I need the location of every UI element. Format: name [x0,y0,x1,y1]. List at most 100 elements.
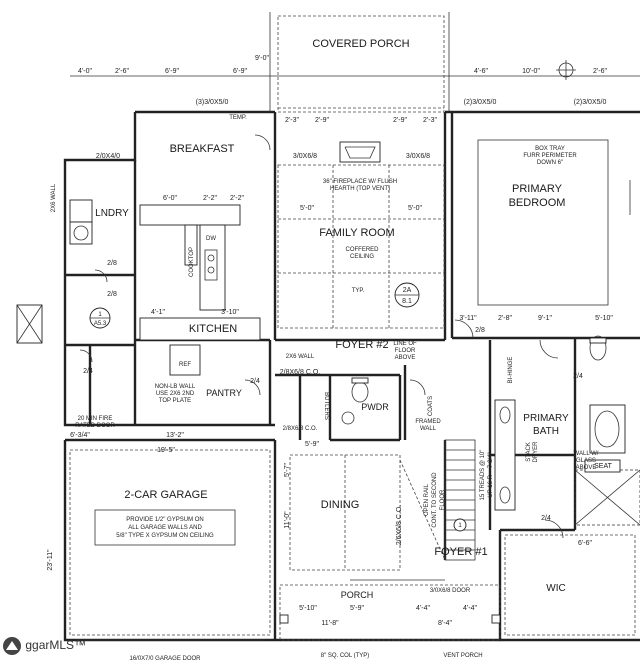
stack-note-2: DRYER [533,441,539,463]
gypsum-note-2: ALL GARAGE WALLS AND [128,525,202,531]
foyer-door-note: 2/8X6/8 C.O. [283,426,318,432]
window-2b: (2)3/0X5/0 [574,99,607,106]
family-dim-1: 2'-3" [285,117,299,124]
door-size-1: 2/8 [475,327,485,334]
foyer2-label: FOYER #2 [335,339,388,351]
wic-label: WIC [546,583,565,594]
porch-dim-8: 5'-7" [284,463,291,477]
window-1: (3)3/0X5/0 [196,99,229,106]
nonlb-note-2: USE 2X6 2ND [156,391,195,397]
seat-label: SEAT [594,463,612,470]
window-4: 3/0X6/8 [406,153,430,160]
primary-bath-label-1: PRIMARY [523,413,569,424]
tray-note-2: FURR PERIMETER [523,153,577,159]
laundry-appliances [69,199,93,245]
kitchen-dim-4: 4'-1" [151,309,165,316]
garage-notes-box [69,449,271,641]
covered-porch-outline [269,12,450,113]
window-7: 2/6X6/8 C.O. [396,505,403,546]
dining-ceiling [289,454,401,571]
door-size-2: 2/4 [573,373,583,380]
butlers-note: BUTLERS [323,392,329,420]
rail-note-3: FLOOR [440,489,446,510]
family-dim-4: 2'-3" [423,117,437,124]
primary-bedroom-label-2: BEDROOM [509,197,566,209]
kitchen-dim-3: 2'-2" [230,195,244,202]
dim-1: 4'-0" [78,68,92,75]
tray-note-1: BOX TRAY [535,146,565,152]
coffered-note-1: COFFERED [346,247,380,253]
kitchen-dim-2: 2'-2" [203,195,217,202]
glass-note-2: GLASS [576,458,596,464]
family-dim-6: 5'-0" [408,205,422,212]
bi-hinge-note: BI-HINGE [508,357,514,384]
kitchen-dim-1: 6'-0" [163,195,177,202]
detail-tag-top: 1 [98,312,102,318]
dimension-strings: 4'-0" 2'-6" 6'-9" 6'-9" 9'-0" 10'-0" 2'-… [47,55,640,627]
window-2: (2)3/0X5/0 [464,99,497,106]
detail-tag-bottom: A5.3 [94,321,107,327]
bed-dim-5: 6'-6" [578,540,592,547]
rail-note-1: OPEN RAIL [424,483,430,516]
family-dim-5: 5'-0" [300,205,314,212]
foyer1-label: FOYER #1 [434,546,487,558]
door-size-7: 2/4 [83,368,93,375]
family-dim-3: 2'-9" [393,117,407,124]
circle-marker [453,518,467,532]
garage-dim-5: 5'-9" [305,441,319,448]
closet-shelving [504,534,636,636]
framed-wall-note-1: FRAMED [415,419,441,425]
line-floor-note-1: LINE OF [393,341,417,347]
porch-dim-5: 11'-8" [321,620,339,627]
cooktop-note: COOKTOP [189,247,195,277]
pantry-label: PANTRY [206,388,242,398]
rail-note-2: CONT. TO SECOND [432,472,438,528]
laundry-label: LNDRY [95,208,129,219]
door-size-6: 2/8 [107,260,117,267]
section-tag-bottom: 8.1 [402,298,412,305]
dim-4: 6'-9" [233,68,247,75]
compass-marker [16,60,576,344]
fireplace [339,141,381,163]
dim-8: 4'-6" [474,68,488,75]
vent-note: VENT PORCH [443,653,482,659]
nonlb-note-3: TOP PLATE [159,398,191,404]
porch-dim-2: 5'-9" [350,605,364,612]
porch-dim-7: 11'-0" [284,511,291,529]
glass-note-3: ABOVE [576,465,597,471]
column-note: 8" SQ. COL (TYP) [321,653,370,659]
circle-marker-label: 1 [458,523,462,529]
powder-fixtures [341,377,369,425]
primary-bedroom-label-1: PRIMARY [512,183,563,195]
gypsum-note-1: PROVIDE 1/2" GYPSUM ON [126,517,203,523]
mls-watermark: ggarMLS™ [2,636,86,656]
porch-dim-1: 5'-10" [299,605,317,612]
tray-ceiling [477,139,631,306]
family-room-label: FAMILY ROOM [319,227,394,239]
breakfast-label: BREAKFAST [170,143,235,155]
stack-note-1: STACK [526,442,532,462]
dw-note: DW [206,236,216,242]
gypsum-note-3: 5/8" TYPE X GYPSUM ON CEILING [116,533,214,539]
dim-7: 2'-6" [593,68,607,75]
typ-note: TYP. [352,288,365,294]
dim-6: 10'-0" [522,68,540,75]
window-3: 3/0X6/8 [293,153,317,160]
coffered-ceiling-grid [277,164,445,329]
garage-label: 2-CAR GARAGE [124,489,207,501]
fireplace-note-2: HEARTH (TOP VENT) [330,186,390,192]
powder-label: PWDR [361,402,389,412]
bath-fixtures [494,335,640,526]
kitchen-label: KITCHEN [189,323,237,335]
garage-dim-2: 13'-2" [166,432,184,439]
window-6: 2/8X6/8 C.O. [280,369,321,376]
kitchen-dim-5: 3'-10" [221,309,239,316]
section-marker: 2A 8.1 [394,282,420,308]
garage-door-note: 16/0X7/0 GARAGE DOOR [129,656,201,662]
line-floor-note-2: FLOOR [395,348,416,354]
covered-porch-label: COVERED PORCH [312,38,409,50]
front-porch-outline [279,584,501,641]
dim-3: 6'-9" [165,68,179,75]
porch-label: PORCH [341,590,374,600]
